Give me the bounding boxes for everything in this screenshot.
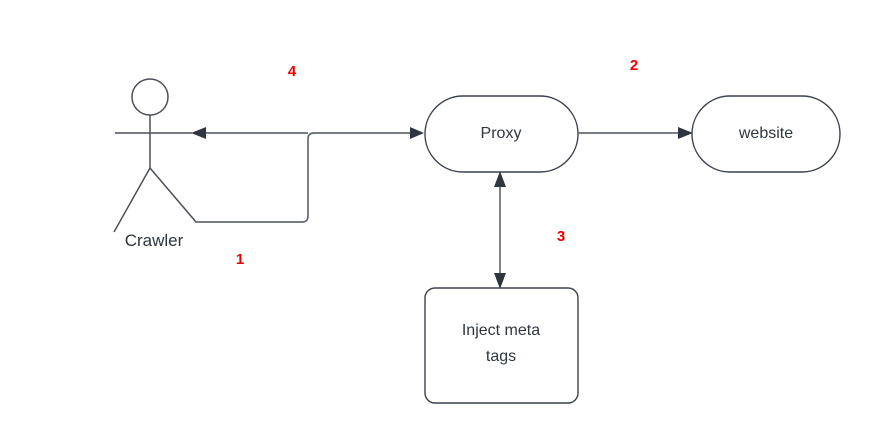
crawler-label: Crawler (125, 231, 184, 250)
crawler-left-leg-line (113, 167, 151, 233)
edge-proxy-to-website[interactable] (578, 127, 693, 139)
proxy-label: Proxy (481, 125, 522, 142)
step-label-2: 2 (630, 57, 638, 74)
node-website[interactable]: website (691, 95, 841, 173)
website-shape (691, 95, 841, 173)
proxy-shape (424, 95, 579, 173)
node-crawler[interactable]: Crawler (113, 78, 197, 250)
edge-proxy-to-crawler[interactable] (191, 127, 308, 139)
node-inject-meta-tags[interactable]: Inject meta tags (424, 287, 579, 404)
edge-proxy-to-inject[interactable] (494, 171, 506, 289)
step-label-4: 4 (288, 63, 297, 80)
inject-meta-tags-label-line1: Inject meta (462, 322, 540, 339)
edge-crawler-to-proxy-path (195, 132, 418, 223)
node-proxy[interactable]: Proxy (424, 95, 579, 173)
edge-proxy-to-crawler-arrowhead (191, 127, 206, 139)
website-label: website (738, 125, 793, 142)
edge-crawler-to-proxy[interactable] (195, 127, 424, 223)
edge-crawler-to-proxy-arrowhead (410, 127, 424, 139)
inject-meta-tags-shape (424, 287, 579, 404)
crawler-right-leg-line (149, 167, 197, 223)
edge-proxy-to-website-arrowhead (678, 127, 693, 139)
inject-meta-tags-label-line2: tags (486, 348, 516, 365)
edge-proxy-to-inject-arrowhead-up (494, 171, 506, 187)
step-label-3: 3 (557, 228, 565, 245)
step-label-1: 1 (236, 251, 244, 268)
edge-proxy-to-inject-arrowhead-down (494, 273, 506, 289)
crawler-head-icon (131, 78, 169, 116)
